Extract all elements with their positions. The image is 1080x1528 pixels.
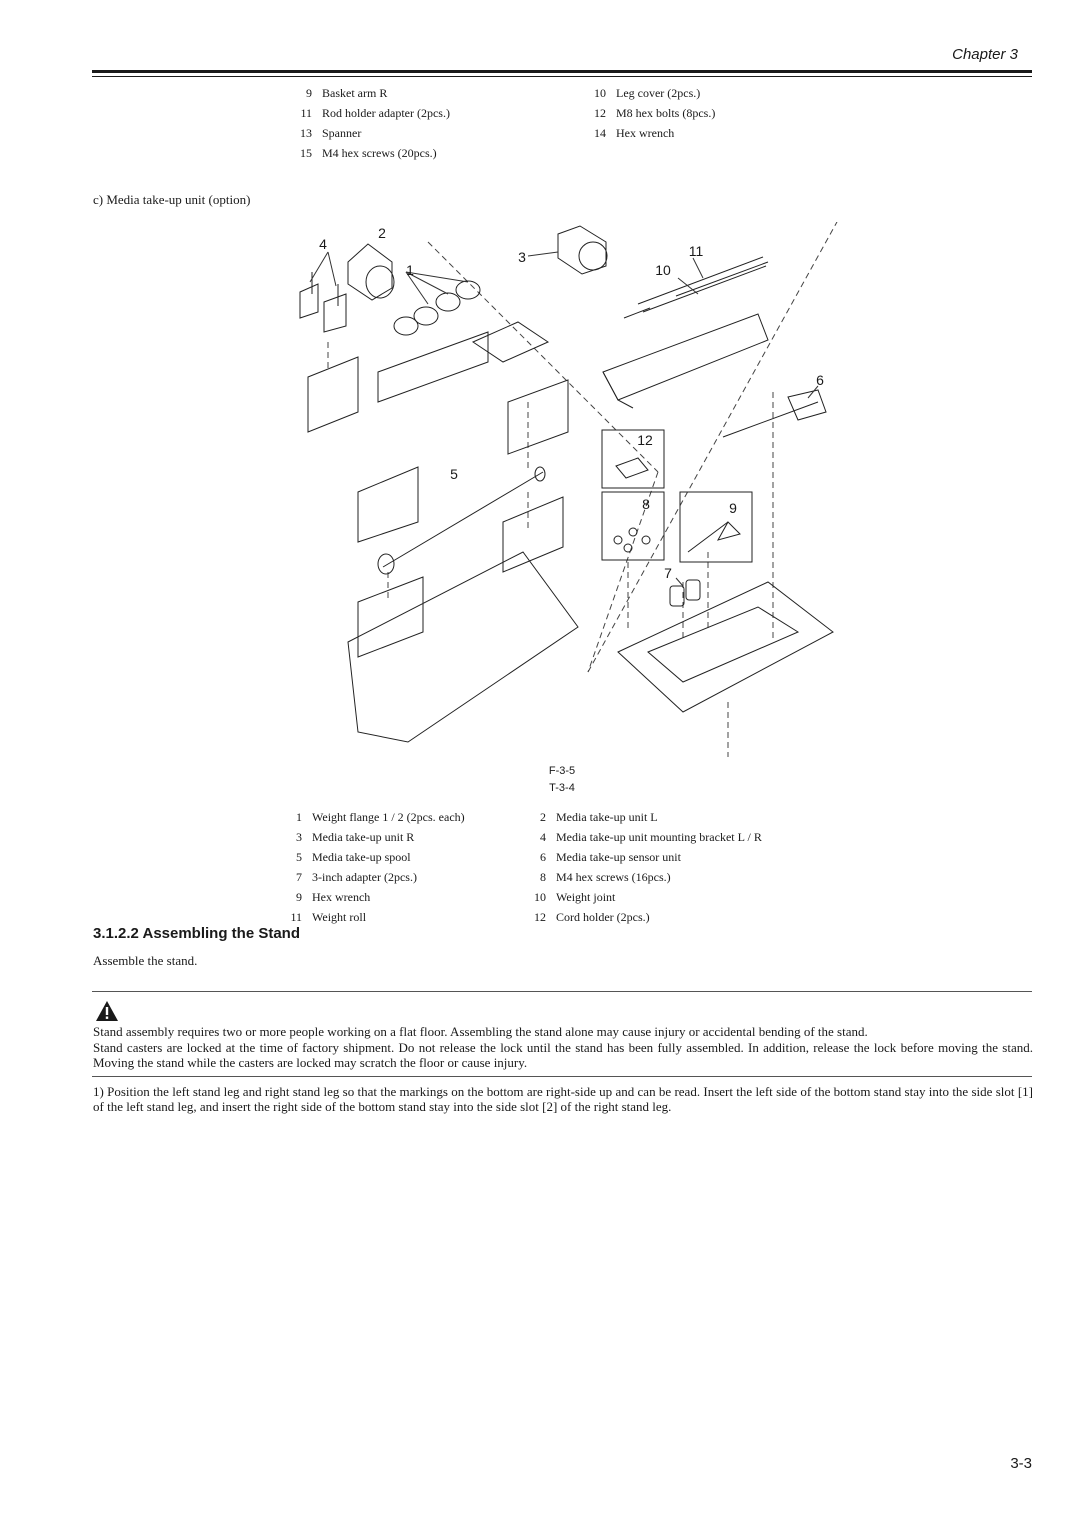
table-id: T-3-4 [549,782,575,794]
caution-top-rule [92,991,1032,992]
callout-7: 7 [664,565,672,581]
header-rule-thin [92,76,1032,77]
exploded-view-figure: 4 2 1 3 11 10 6 12 5 8 9 7 [288,201,849,762]
table-row: 9 Basket arm R 10 Leg cover (2pcs.) [306,86,701,100]
page-number: 3-3 [1010,1455,1032,1472]
section-heading: 3.1.2.2 Assembling the Stand [93,925,301,942]
table-row: 15 M4 hex screws (20pcs.) [300,146,437,160]
callout-5: 5 [450,466,458,482]
table-row: 13 Spanner 14 Hex wrench [300,126,675,140]
callout-3: 3 [518,249,526,265]
callout-6: 6 [816,372,824,388]
table-row: 7 3-inch adapter (2pcs.) 8 M4 hex screws… [296,870,671,884]
table-row: 11 Weight roll 12 Cord holder (2pcs.) [290,910,650,924]
section-intro: Assemble the stand. [93,953,198,968]
weight-rod-drawing [623,256,769,319]
cord-holder-drawing [615,457,649,479]
adapter-drawing [669,579,701,607]
exploded-diagram [299,201,849,757]
sensor-arm-drawing [722,389,827,438]
hex-wrench-drawing [687,521,741,553]
weight-flange-drawing [393,280,481,336]
parts-table: 1 Weight flange 1 / 2 (2pcs. each) 2 Med… [278,810,762,930]
chapter-label: Chapter 3 [952,46,1018,63]
carton-box-drawing [307,321,579,743]
caution-bottom-rule [92,1076,1032,1077]
take-up-unit-l-drawing [347,243,395,301]
callout-2: 2 [378,225,386,241]
caution-text-1: Stand assembly requires two or more peop… [93,1024,868,1039]
step-1-text: 1) Position the left stand leg and right… [93,1084,1033,1114]
table-row: 1 Weight flange 1 / 2 (2pcs. each) 2 Med… [296,810,658,824]
table-row: 5 Media take-up spool 6 Media take-up se… [296,850,681,864]
callout-10: 10 [655,262,671,278]
carton-box-right-drawing [617,581,834,713]
figure-id: F-3-5 [548,765,576,777]
callout-11: 11 [688,243,704,259]
table-row: 3 Media take-up unit R 4 Media take-up u… [296,830,762,844]
table-row: 9 Hex wrench 10 Weight joint [296,890,616,904]
callout-12: 12 [637,432,653,448]
table-row: 11 Rod holder adapter (2pcs.) 12 M8 hex … [300,106,716,120]
tray-drawing [602,313,769,409]
subsection-title: c) Media take-up unit (option) [93,192,251,207]
hex-screws-drawing [613,527,651,553]
caution-text-2: Stand casters are locked at the time of … [93,1040,1033,1070]
warning-triangle-icon [96,1001,118,1021]
header-rule [92,70,1032,73]
callout-4: 4 [319,236,327,252]
callout-1: 1 [406,262,414,278]
take-up-spool-drawing [377,466,546,575]
callout-8: 8 [642,496,650,512]
mounting-bracket-drawing [299,272,347,333]
top-parts-table: 9 Basket arm R 10 Leg cover (2pcs.) 11 R… [288,86,715,166]
callout-9: 9 [729,500,737,516]
take-up-unit-r-drawing [557,225,608,275]
